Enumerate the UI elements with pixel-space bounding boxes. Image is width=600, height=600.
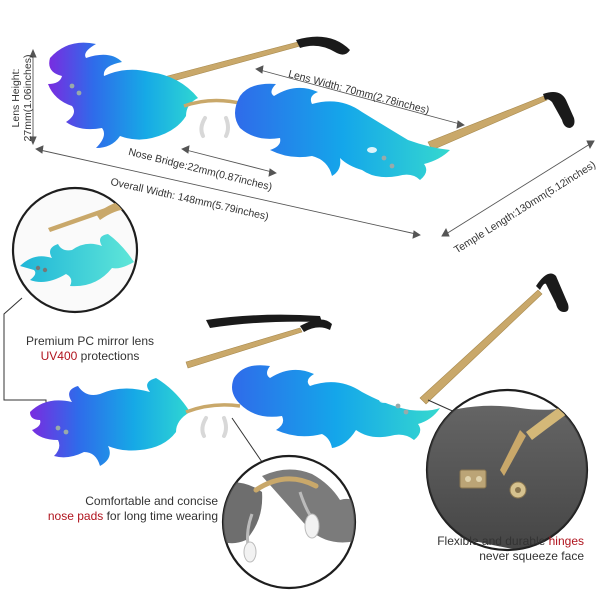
lens-rivet <box>63 429 69 435</box>
middle-bridge <box>185 403 241 414</box>
top-nose-pad <box>224 116 230 138</box>
arrowhead <box>29 48 37 58</box>
lens-rivet <box>403 409 409 415</box>
lens-feature-text: Premium PC mirror lens UV400 protections <box>16 334 164 364</box>
middle-left-temple-tip <box>300 319 332 332</box>
middle-right-flame-lens <box>232 365 440 448</box>
nose-pad-feature-line1: Comfortable and concise <box>85 494 218 508</box>
hinge-feature-line1: Flexible and durable hinges <box>398 534 584 549</box>
top-left-temple-tip <box>296 36 350 55</box>
arrowhead <box>255 65 264 74</box>
nose-pad-feature-line2: nose pads for long time wearing <box>40 509 218 524</box>
middle-right-temple-tip <box>536 273 569 312</box>
lens-rivet <box>76 90 82 96</box>
hinge-detail-callout <box>425 388 589 552</box>
lens-height-label: Lens Height: 27mm(1.06inches) <box>10 46 34 150</box>
top-right-flame-lens <box>235 83 450 180</box>
detail-dark-lens <box>262 469 355 543</box>
top-sunglasses <box>48 36 575 180</box>
detail-dark-lens <box>427 400 587 550</box>
overall-width-line <box>39 149 417 235</box>
detail-bridge <box>253 476 319 493</box>
nose-pad-detail-callout <box>221 454 357 590</box>
arrowhead <box>441 227 450 237</box>
arrowhead <box>181 145 190 154</box>
arrowhead <box>456 120 465 129</box>
arrowhead <box>29 136 37 146</box>
middle-sunglasses <box>30 273 569 466</box>
detail-screw <box>476 476 482 482</box>
lens-rivet <box>395 403 401 409</box>
detail-nose-pad <box>243 541 257 563</box>
uv400-highlight: UV400 <box>40 349 78 363</box>
lens-rivet <box>389 163 395 169</box>
lens-rivet <box>55 425 61 431</box>
lens-width-line <box>259 69 461 125</box>
detail-cyan-lens <box>20 234 134 287</box>
top-left-temple <box>159 41 301 85</box>
lens-cutout <box>367 147 377 153</box>
lens-feature-line1: Premium PC mirror lens <box>25 334 154 348</box>
middle-left-flame-lens <box>30 378 190 466</box>
hinge-feature-text: Flexible and durable hinges never squeez… <box>398 534 584 564</box>
detail-hinge-block <box>459 469 487 489</box>
nose-pads-highlight: nose pads <box>47 509 104 523</box>
middle-nose-pad <box>222 416 228 438</box>
lens-detail-callout <box>3 186 139 410</box>
arrowhead <box>268 168 277 177</box>
top-nose-pad <box>199 116 207 138</box>
nose-pad-feature-text: Comfortable and concise nose pads for lo… <box>40 494 218 524</box>
top-right-temple <box>427 95 548 151</box>
middle-right-temple <box>419 289 543 405</box>
lens-rivet <box>381 155 387 161</box>
arrowhead <box>35 145 44 154</box>
detail-screw <box>465 476 471 482</box>
dimension-lines <box>29 48 595 239</box>
arrowhead <box>412 230 421 239</box>
middle-nose-pad <box>200 416 208 438</box>
top-left-flame-lens <box>48 42 198 148</box>
middle-left-temple <box>185 327 303 369</box>
lens-feature-line2: UV400 protections <box>16 349 164 364</box>
top-bridge <box>183 98 245 108</box>
temple-length-line <box>445 143 591 235</box>
lens-rivet <box>69 83 75 89</box>
arrowhead <box>586 140 595 150</box>
hinge-feature-line2: never squeeze face <box>479 549 584 563</box>
hinges-highlight: hinges <box>548 534 584 548</box>
detail-hinge-arm <box>500 430 526 476</box>
top-right-temple-tip <box>543 92 575 128</box>
lens-height-title: Lens Height: <box>10 68 22 128</box>
detail-hinge-spring <box>515 487 521 493</box>
lens-feature-rest: protections <box>77 349 140 363</box>
lens-rivet <box>35 265 41 271</box>
middle-left-temple-arm <box>206 314 322 328</box>
detail-nose-pad <box>304 513 320 539</box>
nose-bridge-line <box>185 149 273 173</box>
nose-pad-leader-line <box>231 417 263 463</box>
nose-pad-feature-rest: for long time wearing <box>103 509 218 523</box>
lens-rivet <box>42 267 48 273</box>
lens-height-value: 27mm(1.06inches) <box>22 54 35 142</box>
lens-cutout <box>379 397 389 403</box>
hinge-feature-prefix: Flexible and durable <box>437 534 549 548</box>
